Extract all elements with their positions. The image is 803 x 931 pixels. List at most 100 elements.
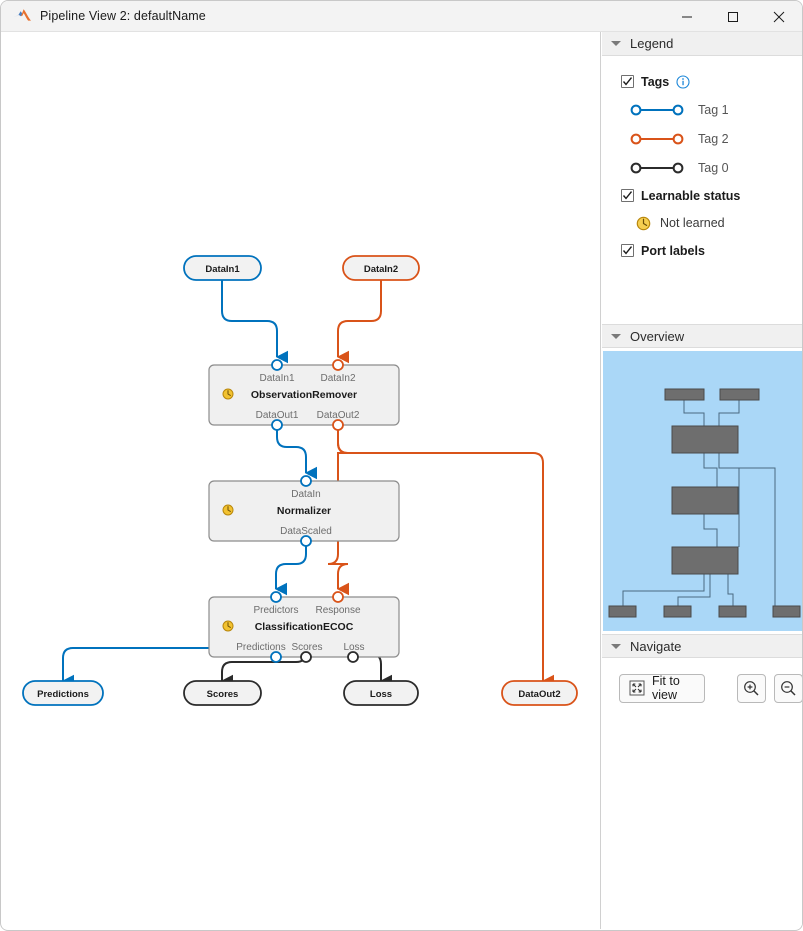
tag-line-icon	[630, 162, 684, 173]
sidebar: Legend Tags Tag 1	[602, 32, 802, 929]
info-circle-icon[interactable]	[676, 74, 690, 89]
port-out-dataout2[interactable]	[332, 419, 344, 431]
input-pills-layer: DataIn1 DataIn2	[183, 255, 420, 281]
fit-to-view-label: Fit to view	[652, 674, 680, 702]
chevron-down-icon[interactable]	[611, 333, 621, 339]
tag-line-icon	[630, 104, 684, 115]
pill-datain2-label: DataIn2	[364, 264, 398, 275]
pill-loss[interactable]: Loss	[343, 680, 419, 706]
overview-section-header[interactable]: Overview	[602, 324, 802, 348]
fit-to-view-icon	[629, 680, 645, 696]
pill-dataout2[interactable]: DataOut2	[501, 680, 578, 706]
port-in-datain1[interactable]	[271, 359, 283, 371]
legend-learnable-status-row[interactable]: Learnable status	[602, 182, 802, 209]
port-in-datain2[interactable]	[332, 359, 344, 371]
legend-tag-2: Tag 2	[602, 124, 802, 153]
zoom-out-button[interactable]	[774, 673, 802, 703]
port-label-scores: Scores	[291, 642, 322, 653]
port-label-datain1: DataIn1	[259, 373, 294, 384]
zoom-button-group	[729, 673, 802, 703]
legend-section-header[interactable]: Legend	[602, 32, 802, 56]
chevron-down-icon[interactable]	[611, 643, 621, 649]
pipeline-graph[interactable]: DataIn1 DataIn2 ObservationRemover DataI…	[2, 32, 601, 929]
window-title: Pipeline View 2: defaultName	[40, 9, 206, 23]
legend-body: Tags Tag 1	[602, 56, 802, 324]
port-in-datain[interactable]	[300, 475, 312, 487]
overview-minimap[interactable]	[603, 351, 802, 631]
chevron-down-icon[interactable]	[611, 41, 621, 46]
zoom-out-icon	[781, 680, 796, 696]
overview-edges	[622, 400, 776, 606]
navigate-section-header[interactable]: Navigate	[602, 634, 802, 658]
port-out-dataout1[interactable]	[271, 419, 283, 431]
port-label-dataout1: DataOut1	[256, 410, 299, 421]
pill-datain1[interactable]: DataIn1	[183, 255, 262, 281]
overview-title: Overview	[630, 328, 685, 344]
port-label-datascaled: DataScaled	[280, 526, 332, 537]
output-pills-layer: Predictions Scores Loss DataOut2	[22, 680, 578, 706]
pill-datain1-label: DataIn1	[205, 264, 240, 275]
block-title: Normalizer	[277, 505, 331, 517]
navigate-body: Fit to view	[602, 658, 802, 718]
port-labels-label: Port labels	[641, 243, 705, 258]
zoom-in-icon	[744, 680, 759, 696]
edge-dataout1-normalizer[interactable]	[276, 425, 318, 480]
edge-datain1[interactable]	[221, 280, 289, 364]
tag-line-icon	[630, 133, 684, 144]
pipeline-canvas[interactable]: DataIn1 DataIn2 ObservationRemover DataI…	[2, 32, 601, 929]
window-controls	[664, 1, 802, 32]
close-button[interactable]	[756, 1, 802, 32]
block-observationremover[interactable]: ObservationRemover DataIn1 DataIn2 DataO…	[208, 359, 400, 431]
tag-0-label: Tag 0	[698, 160, 729, 175]
pill-dataout2-label: DataOut2	[518, 689, 560, 700]
maximize-button[interactable]	[710, 1, 756, 32]
tags-checkbox[interactable]	[621, 75, 634, 88]
clock-icon	[636, 216, 651, 230]
not-learned-label: Not learned	[660, 216, 725, 230]
port-in-response[interactable]	[332, 591, 344, 603]
pill-scores[interactable]: Scores	[183, 680, 262, 706]
port-label-datain2: DataIn2	[320, 373, 355, 384]
legend-tags-row[interactable]: Tags	[602, 68, 802, 95]
port-out-datascaled[interactable]	[300, 535, 312, 547]
tag-2-label: Tag 2	[698, 131, 729, 146]
port-out-scores[interactable]	[300, 651, 312, 663]
edge-dataout2-output[interactable]	[337, 425, 555, 688]
port-in-predictors[interactable]	[270, 591, 282, 603]
edge-datascaled-predictors[interactable]	[274, 541, 307, 596]
matlab-logo-icon	[13, 9, 31, 21]
pill-scores-label: Scores	[207, 689, 239, 700]
block-title: ClassificationECOC	[255, 621, 354, 633]
port-out-loss[interactable]	[347, 651, 359, 663]
pill-loss-label: Loss	[370, 689, 392, 700]
pill-predictions[interactable]: Predictions	[22, 680, 104, 706]
zoom-in-button[interactable]	[737, 673, 766, 703]
minimize-button[interactable]	[664, 1, 710, 32]
pill-datain2[interactable]: DataIn2	[342, 255, 420, 281]
block-normalizer[interactable]: Normalizer DataIn DataScaled	[208, 475, 400, 547]
overview-body	[602, 348, 802, 634]
port-out-predictions[interactable]	[270, 651, 282, 663]
legend-tag-0: Tag 0	[602, 153, 802, 182]
title-bar: Pipeline View 2: defaultName	[1, 1, 802, 32]
port-label-datain: DataIn	[291, 489, 320, 500]
learnable-status-checkbox[interactable]	[621, 189, 634, 202]
fit-to-view-button[interactable]: Fit to view	[619, 673, 705, 703]
port-labels-checkbox[interactable]	[621, 244, 634, 257]
edge-datain2[interactable]	[336, 280, 382, 364]
learnable-status-label: Learnable status	[641, 188, 741, 203]
clock-icon	[222, 620, 234, 632]
clock-icon	[222, 504, 234, 516]
block-title: ObservationRemover	[251, 389, 357, 401]
tags-label: Tags	[641, 74, 670, 89]
block-classificationecoc[interactable]: ClassificationECOC Predictors Response P…	[208, 591, 400, 663]
port-label-predictors: Predictors	[253, 605, 298, 616]
tag-1-label: Tag 1	[698, 102, 729, 117]
legend-not-learned: Not learned	[602, 209, 802, 237]
port-label-dataout2: DataOut2	[317, 410, 360, 421]
legend-port-labels-row[interactable]: Port labels	[602, 237, 802, 264]
overview-blocks	[608, 388, 801, 618]
navigate-title: Navigate	[630, 638, 682, 654]
port-label-response: Response	[315, 605, 360, 616]
